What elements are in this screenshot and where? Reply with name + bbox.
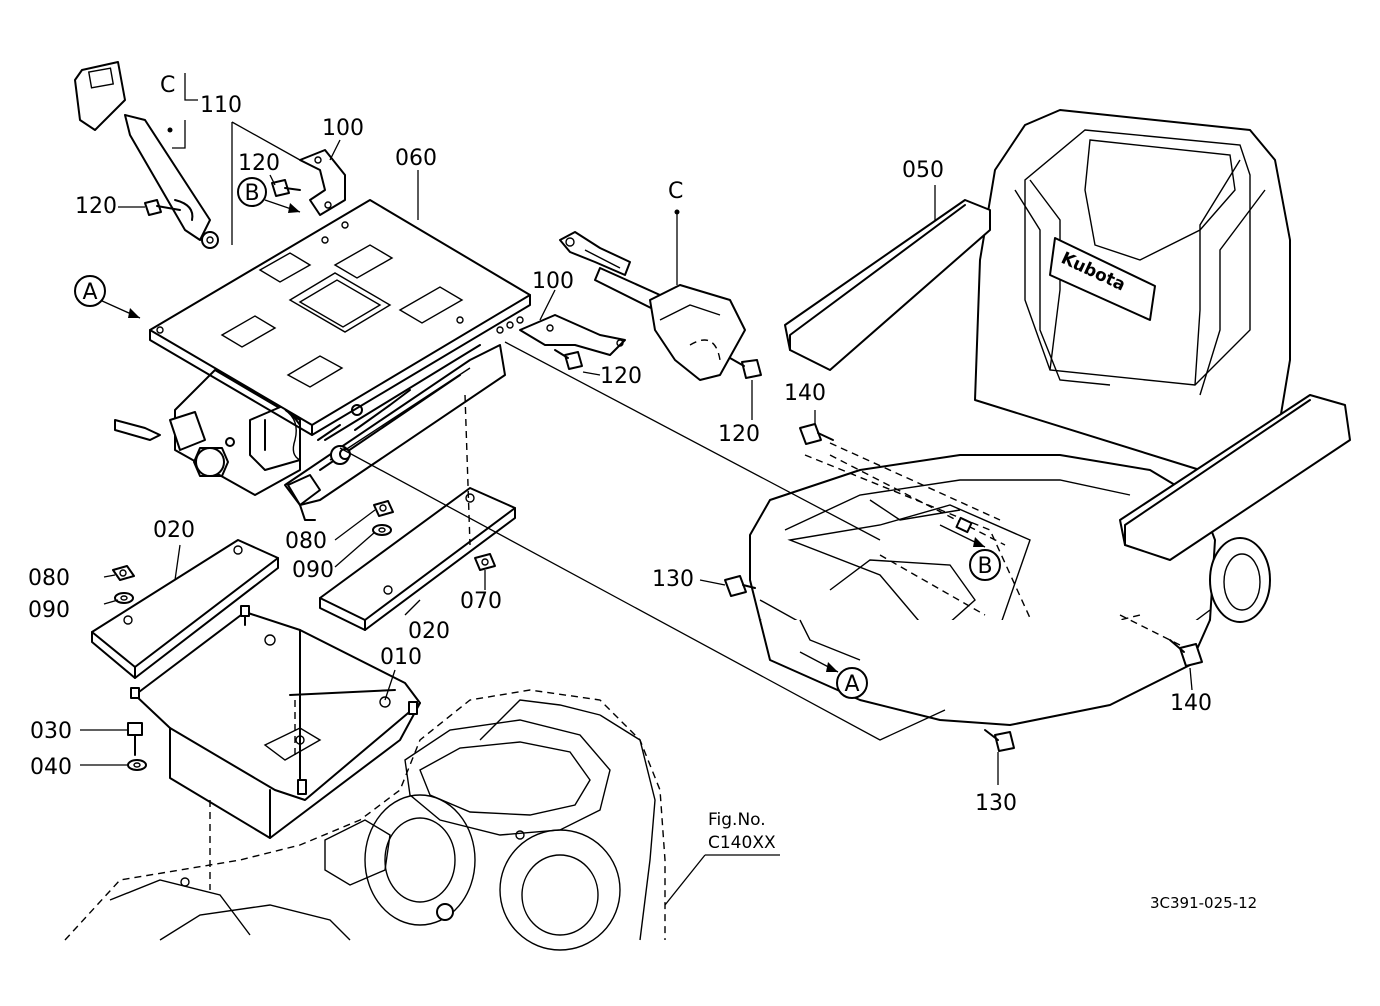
side-plate-020-right	[319, 487, 516, 631]
reference-markers: A B B A C C	[74, 73, 1001, 699]
leader-lines	[80, 73, 1193, 906]
washer-040	[127, 759, 147, 771]
callout-120-mid: 120	[600, 364, 642, 389]
callout-120-left: 120	[75, 194, 117, 219]
callout-140-upper: 140	[784, 381, 826, 406]
nut-080-b	[373, 500, 394, 517]
ref-c2: C	[668, 179, 683, 204]
callout-020-left: 020	[153, 518, 195, 543]
callout-100-lower: 100	[532, 269, 574, 294]
ref-circle-a2	[836, 667, 868, 699]
callout-100-upper: 100	[322, 116, 364, 141]
callout-050: 050	[902, 158, 944, 183]
bolt-130-a	[724, 575, 756, 597]
operator-seat-050: Kubota	[749, 109, 1351, 726]
callout-030: 030	[30, 719, 72, 744]
ref-b2: B	[977, 554, 992, 579]
callout-080-right: 080	[285, 529, 327, 554]
suspension-plate-060	[149, 199, 531, 436]
callout-010: 010	[380, 645, 422, 670]
bolts-and-nuts	[112, 179, 1203, 771]
part-callouts: 110 100 120 120 060 100 120 120 050 140 …	[28, 93, 1212, 816]
nut-080-a	[112, 565, 135, 581]
ref-c1: C	[160, 73, 175, 98]
suspension-assembly	[114, 344, 506, 521]
callout-070: 070	[460, 589, 502, 614]
bolt-140-a	[799, 423, 834, 445]
ref-circle-b2	[969, 549, 1001, 581]
ref-b1: B	[244, 181, 259, 206]
bolt-120-b	[271, 179, 301, 197]
fig-ref-line1: Fig.No.	[708, 810, 766, 830]
drawing-number: 3C391-025-12	[1150, 894, 1257, 912]
side-plate-020-left	[91, 539, 279, 679]
seat-belt-buckle	[74, 61, 219, 249]
callout-040: 040	[30, 755, 72, 780]
callout-130-lower: 130	[975, 791, 1017, 816]
callout-090-left: 090	[28, 598, 70, 623]
transmission-housing	[64, 689, 666, 951]
callout-020-right: 020	[408, 619, 450, 644]
fig-ref-line2: C140XX	[708, 833, 776, 853]
callout-090-right: 090	[292, 558, 334, 583]
seat-belt-retractor	[559, 231, 746, 381]
callout-080-left: 080	[28, 566, 70, 591]
bolt-130-b	[984, 729, 1015, 752]
bolt-120-d	[729, 357, 762, 379]
figure-reference: Fig.No. C140XX	[708, 810, 776, 853]
bracket-100-lower	[519, 314, 626, 356]
bracket-100-upper	[299, 149, 346, 216]
ref-a1: A	[82, 280, 97, 305]
brand-badge	[1049, 237, 1156, 321]
base-frame-010	[130, 605, 421, 839]
callout-120-right: 120	[718, 422, 760, 447]
callout-110: 110	[200, 93, 242, 118]
bolt-120-a	[144, 199, 181, 216]
callout-140-lower: 140	[1170, 691, 1212, 716]
washer-090-b	[372, 524, 392, 536]
washer-090-a	[114, 592, 134, 604]
ref-circle-b1	[237, 177, 267, 207]
ref-a2: A	[844, 672, 859, 697]
callout-060: 060	[395, 146, 437, 171]
bolt-030	[127, 722, 143, 756]
nut-070	[474, 553, 496, 571]
bolt-140-b	[1169, 639, 1203, 667]
callout-120-upper: 120	[238, 151, 280, 176]
ref-circle-a1	[74, 275, 106, 307]
callout-130-left: 130	[652, 567, 694, 592]
bolt-120-c	[554, 349, 583, 370]
